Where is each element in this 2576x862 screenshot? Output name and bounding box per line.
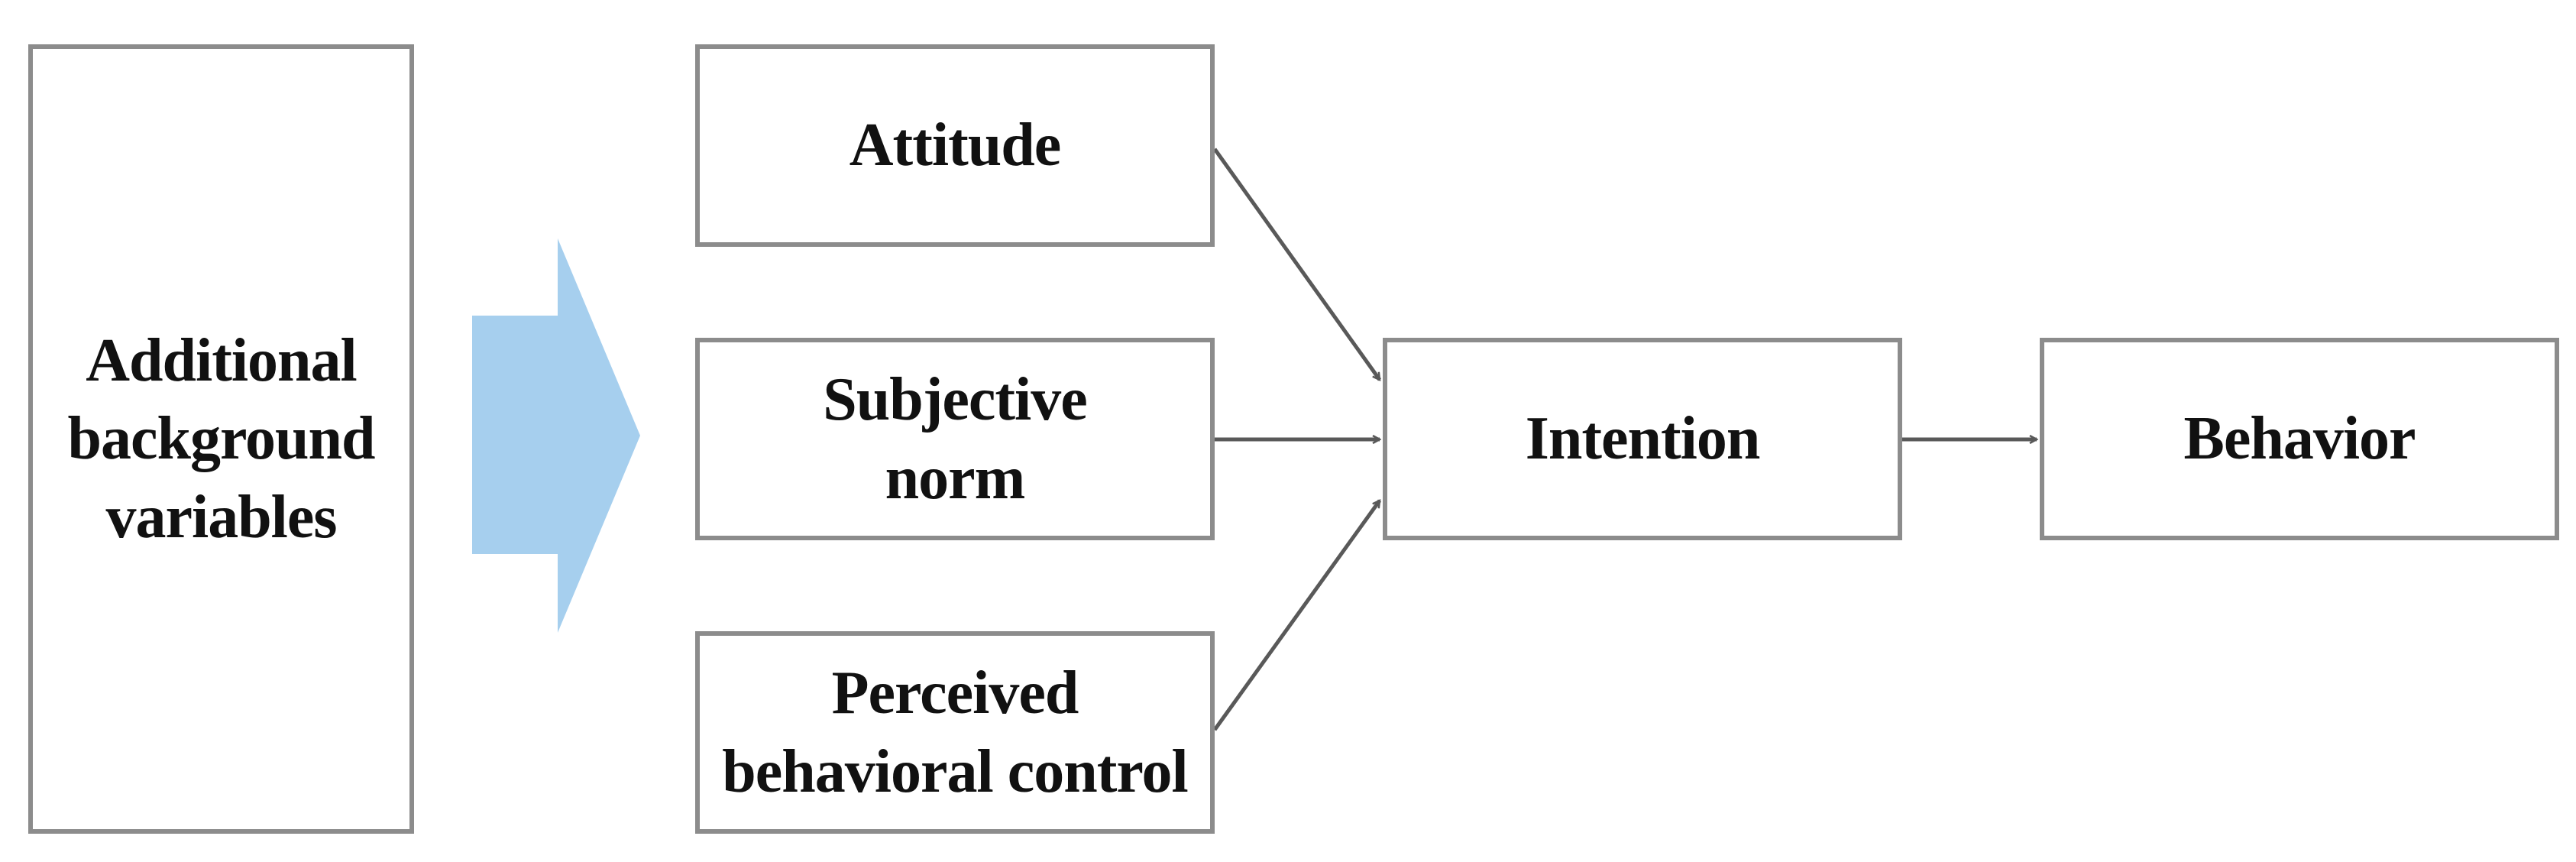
- node-background-variables-label: Additional background variables: [67, 326, 375, 551]
- node-attitude-label: Attitude: [849, 112, 1061, 180]
- node-intention-label: Intention: [1525, 405, 1761, 473]
- node-subjective-norm: Subjective norm: [695, 338, 1215, 540]
- arrow-pbc-to-intention: [1212, 501, 1382, 731]
- node-perceived-behavioral-control-label: Perceived behavioral control: [722, 659, 1188, 805]
- node-behavior-label: Behavior: [2183, 405, 2416, 473]
- node-perceived-behavioral-control: Perceived behavioral control: [695, 631, 1215, 834]
- node-background-variables: Additional background variables: [28, 44, 414, 834]
- big-flow-arrow: [472, 238, 640, 633]
- node-attitude: Attitude: [695, 44, 1215, 247]
- node-intention: Intention: [1383, 338, 1902, 540]
- node-subjective-norm-label: Subjective norm: [823, 366, 1088, 512]
- arrow-attitude-to-intention: [1212, 147, 1382, 380]
- node-behavior: Behavior: [2040, 338, 2559, 540]
